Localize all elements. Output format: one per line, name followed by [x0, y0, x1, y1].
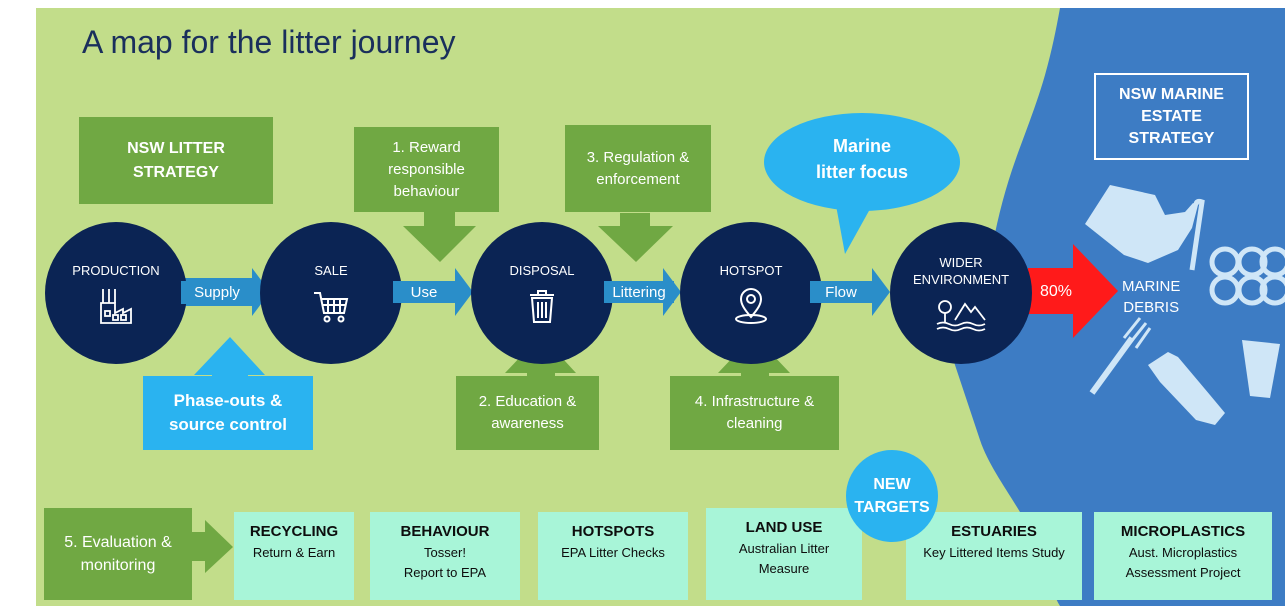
- program-microplastics: MICROPLASTICS Aust. Microplastics Assess…: [1094, 512, 1272, 600]
- stage-hotspot: HOTSPOT: [680, 222, 822, 364]
- stage-production: PRODUCTION: [45, 222, 187, 364]
- program-line: Return & Earn: [252, 545, 336, 560]
- shopping-cart-icon: [314, 291, 349, 322]
- stage-label: SALE: [314, 262, 348, 278]
- program-line: Report to EPA: [403, 565, 487, 580]
- strategy-line: NSW LITTER: [127, 139, 225, 157]
- arrow-right-evaluation: [190, 520, 233, 573]
- program-hotspots: HOTSPOTS EPA Litter Checks: [538, 512, 688, 600]
- education-line: 2. Education &: [478, 393, 577, 410]
- stage-label: PRODUCTION: [72, 262, 160, 278]
- marine-estate-strategy-box: NSW MARINE ESTATE STRATEGY: [1094, 73, 1249, 160]
- arrow-up-phase-outs: [194, 337, 265, 382]
- program-line: Assessment Project: [1125, 565, 1241, 580]
- education-line: awareness: [491, 415, 564, 432]
- reward-box: 1. Reward responsible behaviour: [354, 127, 499, 212]
- bottle-icon: [1148, 352, 1225, 425]
- reward-line: responsible: [388, 160, 465, 178]
- infrastructure-box: 4. Infrastructure & cleaning: [670, 376, 839, 450]
- program-heading: ESTUARIES: [951, 523, 1037, 540]
- regulation-box: 3. Regulation & enforcement: [565, 125, 711, 212]
- arrow-down-regulation: [598, 213, 673, 262]
- program-heading: MICROPLASTICS: [1120, 523, 1246, 540]
- phase-outs-box: Phase-outs & source control: [143, 376, 313, 450]
- program-heading: HOTSPOTS: [571, 523, 655, 540]
- program-line: Measure: [758, 561, 810, 576]
- flow-label-use: Use: [393, 281, 455, 303]
- marine-strategy-line: STRATEGY: [1128, 129, 1215, 147]
- marine-debris-label: MARINE DEBRIS: [1122, 276, 1180, 318]
- strategy-line: STRATEGY: [133, 163, 219, 181]
- stage-disposal: DISPOSAL: [471, 222, 613, 364]
- evaluation-box: 5. Evaluation & monitoring: [44, 508, 192, 600]
- stage-label: HOTSPOT: [719, 262, 783, 278]
- new-targets-line: TARGETS: [854, 499, 930, 516]
- evaluation-line: 5. Evaluation &: [64, 534, 172, 551]
- marine-debris-line: MARINE: [1122, 278, 1181, 295]
- landscape-icon: [936, 300, 986, 332]
- flow-label-littering: Littering: [604, 281, 674, 303]
- education-box: 2. Education & awareness: [456, 376, 599, 450]
- cup-icon: [1242, 340, 1280, 398]
- program-line: Key Littered Items Study: [923, 545, 1065, 560]
- stage-label: WIDER ENVIRONMENT: [912, 255, 1010, 287]
- speech-bubble-marine-focus: [764, 113, 960, 211]
- phase-outs-line: Phase-outs &: [173, 391, 283, 410]
- marine-strategy-line: ESTATE: [1141, 107, 1202, 125]
- trash-bin-icon: [530, 289, 554, 323]
- new-targets-line: NEW: [873, 476, 911, 493]
- marine-debris-line: DEBRIS: [1123, 299, 1180, 316]
- marine-focus-line: Marine: [832, 136, 892, 156]
- program-heading: BEHAVIOUR: [400, 523, 490, 540]
- fork-icon: [1089, 317, 1152, 395]
- new-targets-badge: NEW TARGETS: [846, 450, 938, 542]
- reward-line: 1. Reward: [392, 138, 461, 156]
- marine-focus-text: Marine litter focus: [764, 133, 960, 185]
- stage-label: DISPOSAL: [509, 262, 575, 278]
- regulation-line: 3. Regulation &: [586, 148, 690, 166]
- program-land-use: LAND USE Australian Litter Measure: [706, 508, 862, 600]
- program-line: Aust. Microplastics: [1128, 545, 1238, 560]
- arrow-down-reward: [403, 211, 476, 262]
- percentage-label: 80%: [1040, 283, 1073, 300]
- nsw-litter-strategy-box: NSW LITTER STRATEGY: [79, 117, 273, 204]
- evaluation-line: monitoring: [80, 557, 156, 574]
- speech-bubble-tail: [835, 200, 875, 254]
- red-arrow: [1028, 244, 1118, 338]
- program-recycling: RECYCLING Return & Earn: [234, 512, 354, 600]
- program-estuaries: ESTUARIES Key Littered Items Study: [906, 512, 1082, 600]
- program-heading: LAND USE: [745, 519, 823, 536]
- marine-focus-line: litter focus: [815, 162, 908, 182]
- program-line: Australian Litter: [738, 541, 830, 556]
- flow-label-supply: Supply: [181, 281, 253, 304]
- factory-icon: [100, 288, 132, 324]
- six-pack-rings-icon: [1209, 246, 1285, 306]
- straw-icon: [1189, 198, 1205, 271]
- marine-strategy-line: NSW MARINE: [1119, 85, 1224, 103]
- program-heading: RECYCLING: [249, 523, 339, 540]
- stage-sale: SALE: [260, 222, 402, 364]
- map-pin-icon: [735, 287, 767, 324]
- page-title: A map for the litter journey: [82, 24, 456, 60]
- bag-icon: [1085, 185, 1198, 263]
- reward-line: behaviour: [393, 182, 460, 200]
- phase-outs-line: source control: [168, 415, 288, 434]
- flow-label-flow: Flow: [810, 281, 872, 303]
- program-behaviour: BEHAVIOUR Tosser! Report to EPA: [370, 512, 520, 600]
- program-line: Tosser!: [424, 545, 466, 560]
- sea-area: [950, 8, 1285, 606]
- infrastructure-line: cleaning: [726, 415, 783, 432]
- regulation-line: enforcement: [596, 170, 680, 188]
- infrastructure-line: 4. Infrastructure &: [694, 393, 815, 410]
- stage-wider-environment: WIDER ENVIRONMENT: [890, 222, 1032, 364]
- program-line: EPA Litter Checks: [561, 545, 665, 560]
